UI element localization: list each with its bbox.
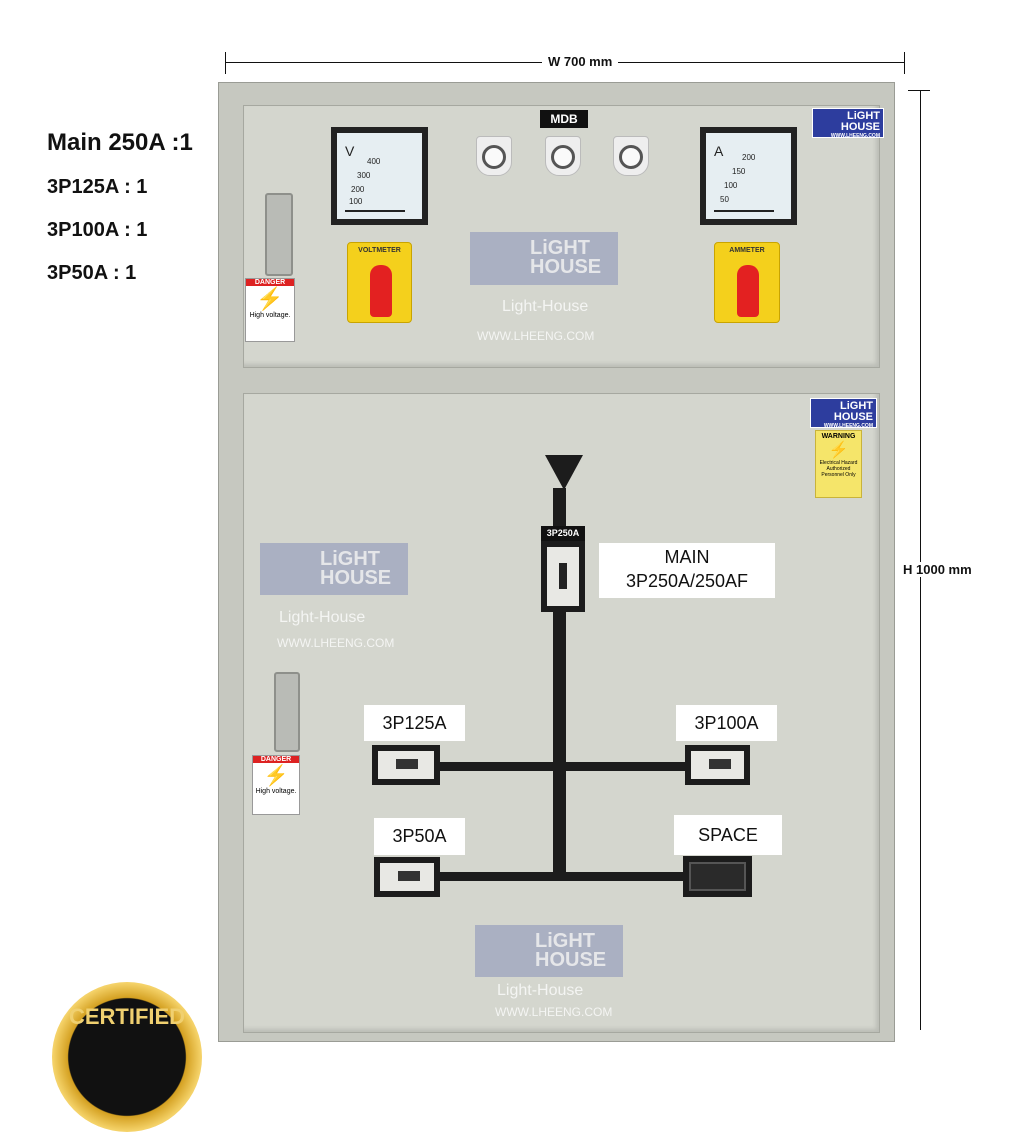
pilot-lamp-l2: [545, 136, 581, 176]
pilot-lamp-l1: [476, 136, 512, 176]
voltmeter-selector-switch[interactable]: VOLTMETER: [347, 242, 412, 323]
switch-knob[interactable]: [737, 265, 759, 317]
upper-door-handle[interactable]: [265, 193, 293, 276]
voltmeter-switch-label: VOLTMETER: [358, 247, 401, 254]
ammeter-switch-label: AMMETER: [729, 247, 765, 254]
watermark-url: WWW.LHEENG.COM: [277, 636, 395, 650]
height-label: H 1000 mm: [897, 562, 978, 577]
scale: 400: [367, 157, 381, 166]
scale: 150: [732, 167, 746, 176]
width-label: W 700 mm: [542, 54, 619, 69]
scale: 100: [724, 181, 738, 190]
danger-label: DANGER⚡High voltage.: [245, 278, 295, 342]
breaker-125[interactable]: [372, 745, 440, 785]
spec-125: 3P125A : 1: [47, 176, 148, 198]
breaker-50-label: 3P50A: [374, 818, 465, 855]
dim-tick: [225, 52, 226, 74]
incoming-funnel: [545, 455, 583, 490]
watermark-name: Light-House: [279, 609, 366, 626]
watermark-name: Light-House: [497, 982, 584, 999]
warning-label: WARNING⚡Electrical Hazard Authorized Per…: [815, 430, 862, 498]
voltmeter: V 400 300 200 100: [331, 127, 428, 225]
breaker-50[interactable]: [374, 857, 440, 897]
watermark-url: WWW.LHEENG.COM: [477, 329, 595, 343]
main-breaker-tag: 3P250A: [541, 526, 585, 541]
danger-label: DANGER⚡High voltage.: [252, 755, 300, 815]
ammeter: A 200 150 100 50: [700, 127, 797, 225]
spec-50: 3P50A : 1: [47, 262, 137, 284]
scale: 200: [742, 153, 756, 162]
mdb-tag: MDB: [540, 110, 588, 128]
dim-tick: [904, 52, 905, 74]
dim-tick: [908, 90, 930, 91]
spec-100: 3P100A : 1: [47, 219, 148, 241]
watermark-name: Light-House: [502, 298, 589, 315]
spec-main: Main 250A :1: [47, 129, 193, 156]
voltmeter-unit: V: [345, 143, 355, 159]
pilot-lamp-l3: [613, 136, 649, 176]
ammeter-unit: A: [714, 143, 724, 159]
breaker-125-label: 3P125A: [364, 705, 465, 741]
scale: 50: [720, 195, 729, 204]
scale: 100: [349, 197, 363, 206]
busbar-row1: [438, 762, 688, 771]
breaker-100[interactable]: [685, 745, 750, 785]
certified-seal: CERTIFIED: [52, 982, 202, 1132]
scale: 300: [357, 171, 371, 180]
main-breaker[interactable]: [541, 541, 585, 612]
height-dimension-line: [920, 90, 921, 1030]
ammeter-selector-switch[interactable]: AMMETER: [714, 242, 780, 323]
switch-knob[interactable]: [370, 265, 392, 317]
lower-door-handle[interactable]: [274, 672, 300, 752]
space-slot: [683, 856, 752, 897]
busbar-row2: [438, 872, 688, 881]
scale: 200: [351, 185, 365, 194]
watermark-url: WWW.LHEENG.COM: [495, 1005, 613, 1019]
breaker-100-label: 3P100A: [676, 705, 777, 741]
space-label: SPACE: [674, 815, 782, 855]
